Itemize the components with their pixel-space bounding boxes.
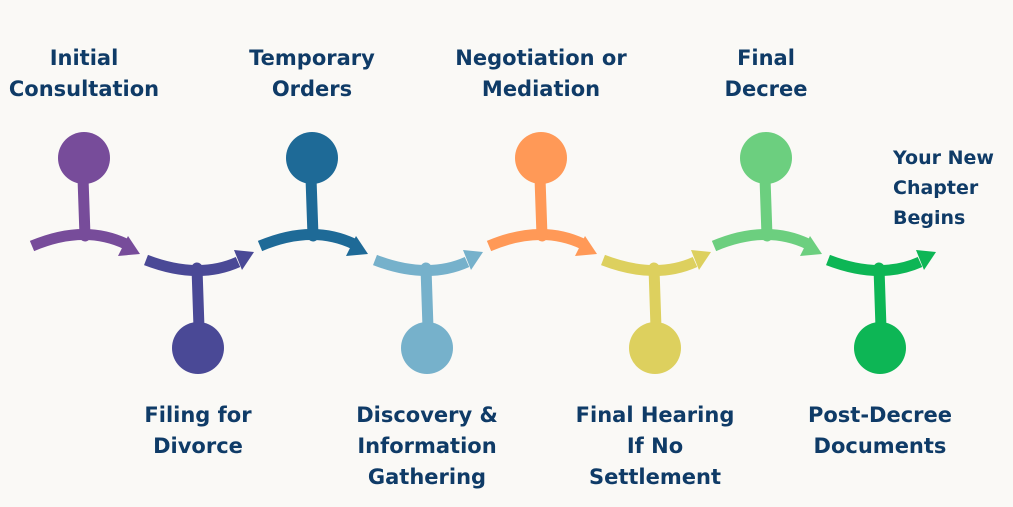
step-node: [515, 132, 567, 184]
node-stem: [873, 262, 887, 334]
node-stem: [648, 262, 662, 334]
arrowhead-icon: [234, 250, 254, 270]
step-label: Temporary Orders: [249, 46, 375, 101]
connector-arc: [711, 229, 811, 252]
step-node: [740, 132, 792, 184]
node-stem: [534, 172, 548, 242]
step-node: [629, 322, 681, 374]
arrowhead-icon: [118, 236, 140, 256]
step-label: Filing for Divorce: [144, 403, 252, 458]
node-stem: [759, 172, 773, 242]
connector-arc: [257, 229, 357, 252]
step-node: [58, 132, 110, 184]
step-label: Post-Decree Documents: [807, 403, 953, 458]
arrowhead-icon: [346, 236, 368, 256]
step-label: Final Hearing If No Settlement: [575, 403, 735, 489]
connector-arc: [486, 229, 586, 252]
step-label: Discovery & Information Gathering: [356, 403, 498, 489]
node-stem: [420, 262, 434, 334]
step-label: Negotiation or Mediation: [455, 46, 627, 101]
step-node: [401, 322, 453, 374]
final-step-label: Your New Chapter Begins: [893, 147, 994, 229]
arrowhead-icon: [691, 250, 711, 270]
arrowhead-icon: [916, 250, 936, 270]
node-stem: [191, 262, 205, 334]
step-label: Initial Consultation: [8, 46, 160, 101]
step-label: Final Decree: [724, 46, 808, 101]
arrowhead-icon: [463, 250, 483, 270]
step-node: [286, 132, 338, 184]
node-stem: [77, 172, 91, 242]
arrowhead-icon: [800, 236, 822, 256]
node-stem: [305, 172, 319, 242]
connector-arc: [29, 229, 129, 252]
step-node: [854, 322, 906, 374]
arrowhead-icon: [575, 236, 597, 256]
step-node: [172, 322, 224, 374]
